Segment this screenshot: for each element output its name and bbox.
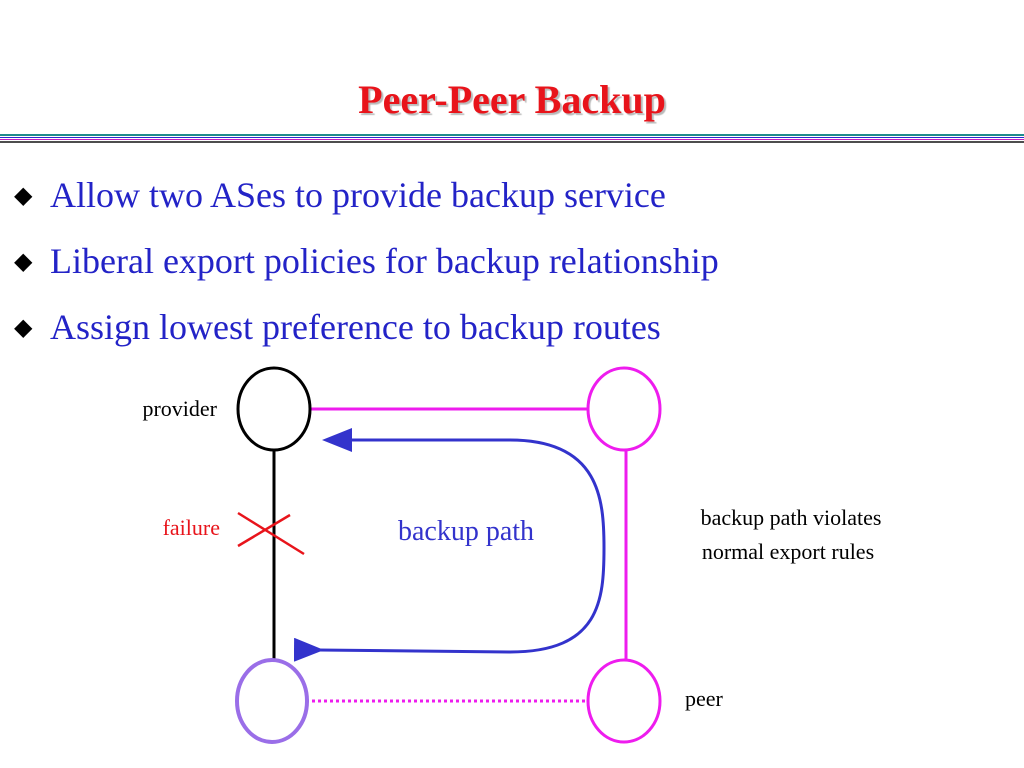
title-divider (0, 141, 1024, 143)
title-divider (0, 134, 1024, 136)
failure-x-icon (237, 513, 291, 548)
diamond-bullet-icon: ◆ (14, 314, 33, 341)
diamond-bullet-icon: ◆ (14, 248, 33, 275)
provider-label: provider (142, 396, 217, 421)
bullet-text: Assign lowest preference to backup route… (50, 307, 661, 347)
bullet-text: Liberal export policies for backup relat… (50, 241, 719, 281)
slide-title: Peer-Peer Backup (358, 77, 666, 122)
peer-node (586, 658, 662, 744)
bullet-item: ◆ Liberal export policies for backup rel… (14, 228, 719, 294)
bullet-item: ◆ Assign lowest preference to backup rou… (14, 294, 719, 360)
peer-provider-node (586, 366, 662, 452)
customer-node (235, 658, 309, 744)
violation-label-line2: normal export rules (702, 539, 874, 564)
title-divider (0, 139, 1024, 140)
bullet-list: ◆ Allow two ASes to provide backup servi… (14, 162, 719, 360)
diamond-bullet-icon: ◆ (14, 182, 33, 209)
failure-x-icon (237, 511, 305, 556)
title-divider (0, 137, 1024, 138)
provider-node (236, 366, 312, 452)
backup-path-arrow (293, 428, 606, 662)
failure-label: failure (163, 515, 220, 540)
bullet-item: ◆ Allow two ASes to provide backup servi… (14, 162, 719, 228)
bullet-text: Allow two ASes to provide backup service (50, 175, 666, 215)
violation-label-line1: backup path violates (701, 505, 882, 530)
backup-path-label: backup path (398, 516, 534, 547)
peer-label: peer (685, 686, 724, 711)
